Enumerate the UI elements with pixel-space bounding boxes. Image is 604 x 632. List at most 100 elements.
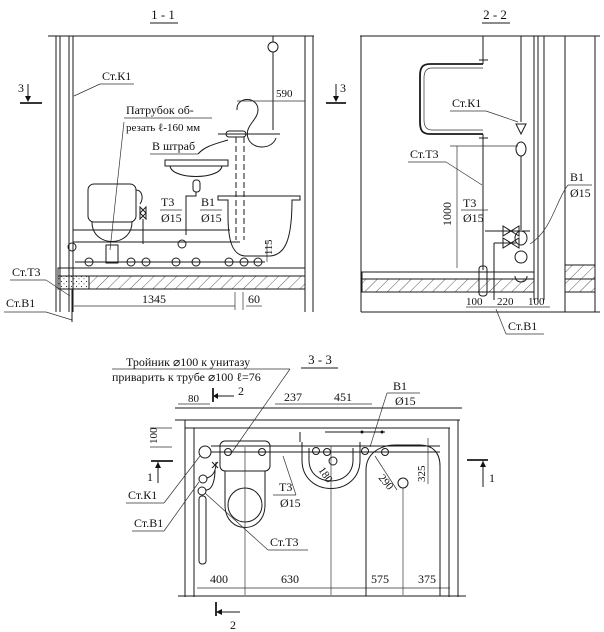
label-riser-k1: Ст.К1 <box>102 69 131 83</box>
cut-mark-label-top: 2 <box>238 384 244 398</box>
label-riser-t3: Ст.Т3 <box>270 535 299 549</box>
leader-line <box>73 83 101 97</box>
leader-line <box>45 311 73 321</box>
cut-mark-label-bottom: 2 <box>230 618 236 632</box>
cut-mark-label-right: 3 <box>340 81 346 95</box>
dim-80: 80 <box>188 393 200 405</box>
dim-375: 375 <box>418 572 436 586</box>
fitting-icon-2 <box>514 250 528 264</box>
arrow-head <box>333 96 339 102</box>
note-tee-line-1: Тройник ⌀100 к унитазу <box>126 355 250 369</box>
leader-line <box>282 455 297 496</box>
dim-1000: 1000 <box>440 202 454 226</box>
arrow-head <box>25 96 31 102</box>
section-title-2-2: 2 - 2 <box>483 7 507 22</box>
dim-400: 400 <box>210 572 228 586</box>
drain-fittings <box>67 239 263 267</box>
arrow-head <box>155 462 161 468</box>
dim-590: 590 <box>276 88 293 100</box>
floor-screed <box>57 267 306 277</box>
label-riser-t3: Ст.Т3 <box>12 265 41 279</box>
fitting-icon <box>514 230 528 246</box>
towel-dryer-inner <box>423 67 483 131</box>
toilet-outlet <box>105 244 119 264</box>
section-1-1: 1 - 1 3 3 Ст.К1 Патрубок об- резать ℓ-16… <box>4 7 346 322</box>
dim-line <box>374 455 398 491</box>
floor-slab <box>361 278 535 293</box>
dim-325: 325 <box>416 465 428 482</box>
dim-451: 451 <box>334 390 352 404</box>
shower-hose <box>236 99 277 148</box>
pipe <box>135 189 143 205</box>
cut-mark-label-left: 3 <box>18 81 24 95</box>
leader-line <box>109 121 125 251</box>
dim-100b: 100 <box>528 296 545 308</box>
dim-180: 180 <box>316 465 336 486</box>
section-2-2: 2 - 2 Ст.К1 Ст.Т3 1000 Т3 Ø1 <box>360 7 600 335</box>
riser-b1-icon <box>198 474 208 484</box>
label-riser-b1: Ст.В1 <box>134 516 163 530</box>
leader-line <box>445 161 483 186</box>
label-t3-dia: Ø15 <box>463 211 484 225</box>
pipe <box>205 469 216 491</box>
arrow-head <box>480 461 486 467</box>
dim-575: 575 <box>371 572 389 586</box>
bathtub-icon <box>217 195 301 257</box>
dim-220: 220 <box>497 296 514 308</box>
label-pipe-note-1: Патрубок об- <box>126 103 194 117</box>
leader-line <box>485 110 519 123</box>
dim-100a: 100 <box>466 296 483 308</box>
label-riser-b1: Ст.В1 <box>508 319 537 333</box>
label-b1-dia: Ø15 <box>570 186 591 200</box>
leader-line <box>495 308 507 335</box>
leader-line <box>197 139 229 155</box>
floor-screed <box>361 271 535 280</box>
label-in-chase: В штраб <box>152 139 195 153</box>
label-t3: Т3 <box>279 480 292 494</box>
towel-dryer-icon <box>419 63 483 135</box>
section-title-1-1: 1 - 1 <box>151 7 175 22</box>
dim-290: 290 <box>376 472 396 493</box>
label-b1: В1 <box>393 379 407 393</box>
valve-t3-icon <box>502 225 520 237</box>
dim-237: 237 <box>284 390 302 404</box>
pipe-point <box>360 430 364 434</box>
arrow-head <box>213 393 218 399</box>
label-b1-dia: Ø15 <box>395 394 416 408</box>
drain-pipe <box>185 192 197 235</box>
label-t3: Т3 <box>161 195 174 209</box>
valve-b1-icon <box>502 237 520 249</box>
shower-head-icon <box>267 41 279 53</box>
label-t3: Т3 <box>463 196 476 210</box>
funnel-icon <box>515 123 527 136</box>
label-b1-dia: Ø15 <box>201 211 222 225</box>
note-tee-line-2: приварить к трубе ⌀100 ℓ=76 <box>112 370 261 384</box>
label-t3-dia: Ø15 <box>280 496 301 510</box>
label-b1: В1 <box>201 195 215 209</box>
label-pipe-note-2: резать ℓ-160 мм <box>126 122 200 134</box>
sink-rim <box>164 159 229 167</box>
sink-trap <box>192 179 201 193</box>
floor-slab-right-2 <box>564 278 596 293</box>
label-riser-k1: Ст.К1 <box>128 488 157 502</box>
dim-1345: 1345 <box>142 292 166 306</box>
towel-dryer-plan <box>198 495 207 565</box>
floor-slab-right <box>564 264 596 280</box>
pipe-point <box>380 430 384 434</box>
toilet-tank-icon <box>87 183 137 223</box>
label-riser-k1: Ст.К1 <box>452 96 481 110</box>
cut-mark-label-right: 1 <box>489 471 495 485</box>
riser-k1-icon <box>198 445 212 459</box>
leader-line <box>529 184 569 245</box>
leader-line <box>163 455 201 504</box>
dim-60: 60 <box>248 292 260 306</box>
section-title-3-3: 3 - 3 <box>308 352 332 367</box>
pipe <box>206 461 217 479</box>
label-b1: В1 <box>570 170 584 184</box>
section-3-3: 3 - 3 Тройник ⌀100 к унитазу приварить к… <box>112 352 495 632</box>
label-riser-b1: Ст.В1 <box>6 296 35 310</box>
dim-630: 630 <box>281 572 299 586</box>
trap-icon <box>515 141 527 157</box>
dim-100: 100 <box>148 427 160 444</box>
